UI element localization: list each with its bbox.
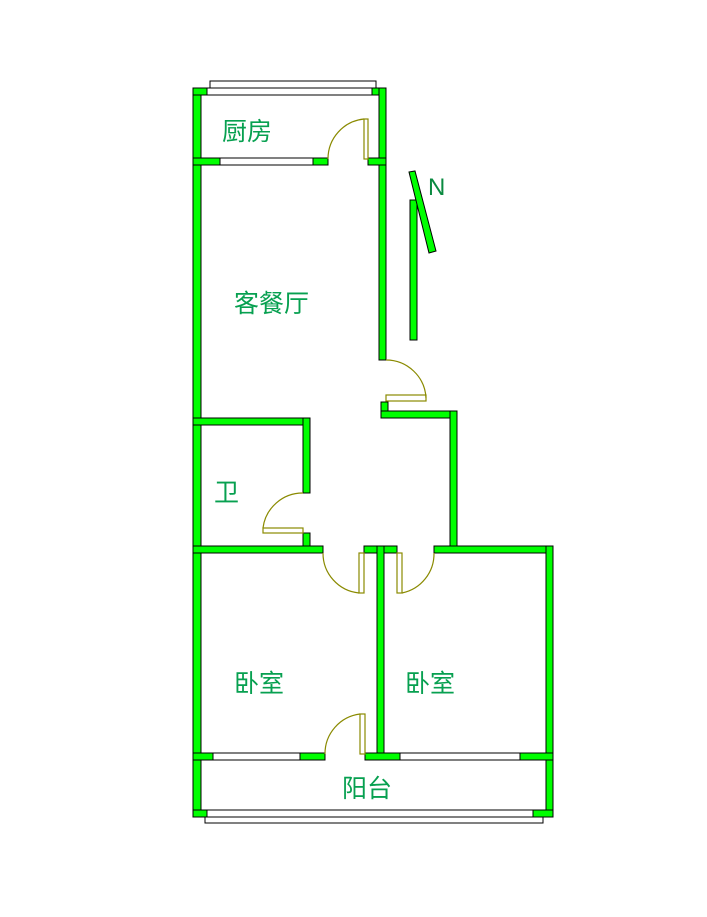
- bedroom-right-door: [396, 552, 435, 594]
- room-label-living-dining: 客餐厅: [234, 289, 310, 318]
- kitchen-window: [219, 157, 314, 166]
- bedroom-left-window: [212, 752, 301, 761]
- entrance-door: [385, 359, 427, 402]
- walls: [192, 87, 554, 818]
- bedroom-right-window: [399, 752, 521, 761]
- room-label-bedroom-left: 卧室: [234, 669, 285, 698]
- bathroom-door: [262, 492, 304, 534]
- balcony-door: [324, 713, 366, 755]
- room-label-kitchen: 厨房: [222, 117, 273, 146]
- north-arrow-icon: [408, 170, 437, 341]
- compass-north-label: N: [428, 174, 446, 201]
- bedroom-left-door: [322, 552, 365, 594]
- balcony-window-frame: [204, 816, 544, 824]
- balcony-window: [206, 809, 534, 818]
- kitchen-outer-window: [199, 87, 380, 96]
- room-label-balcony: 阳台: [342, 774, 393, 803]
- room-label-bathroom: 卫: [214, 478, 240, 507]
- kitchen-door: [327, 118, 369, 160]
- room-label-bedroom-right: 卧室: [405, 669, 456, 698]
